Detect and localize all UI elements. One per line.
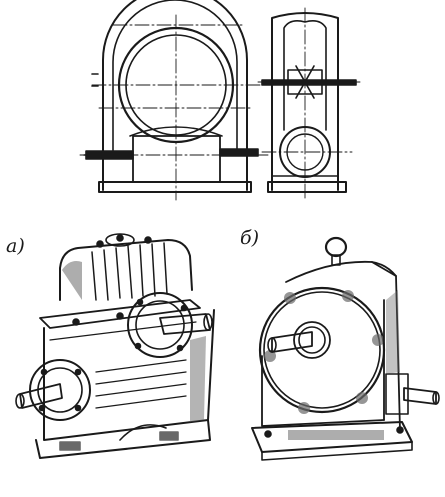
view-label-a: а): [6, 235, 25, 257]
pictorial-view-a: [16, 234, 214, 458]
view-label-b: б): [240, 227, 260, 249]
side-view-drawing: [258, 8, 360, 200]
pictorial-view-b: [252, 238, 439, 460]
front-view-drawing: [80, 0, 268, 200]
